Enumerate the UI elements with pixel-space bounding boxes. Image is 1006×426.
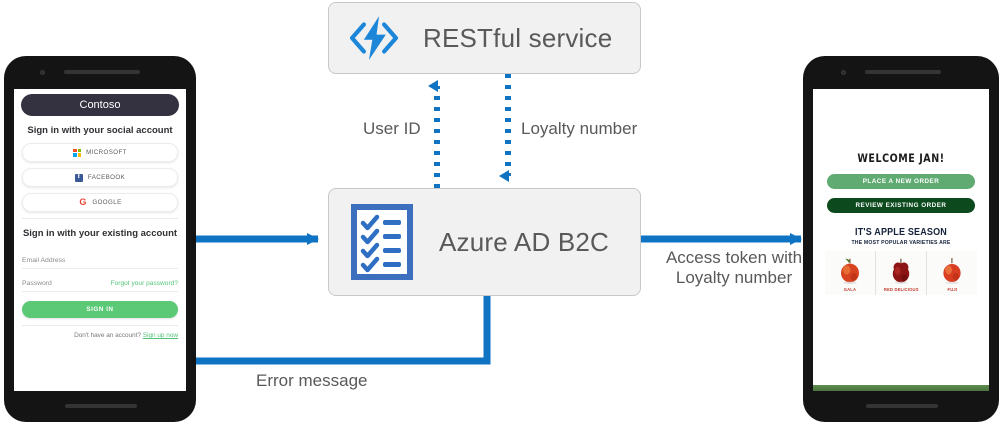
sign-up-prompt: Don't have an account? (74, 332, 142, 339)
google-logo-icon: G (79, 197, 87, 207)
apple-promo-block: IT'S APPLE SEASON THE MOST POPULAR VARIE… (813, 227, 989, 295)
social-section-title: Sign in with your social account (27, 125, 173, 136)
list-item[interactable]: FUJI (926, 251, 977, 295)
section-divider (22, 218, 178, 219)
azure-ad-b2c-node[interactable]: Azure AD B2C (328, 188, 641, 296)
social-button-microsoft[interactable]: MICROSOFT (22, 143, 178, 162)
microsoft-logo-icon (73, 148, 82, 157)
forgot-password-link[interactable]: Forgot your password? (110, 280, 178, 287)
email-field-placeholder: Email Address (22, 257, 66, 264)
password-field[interactable]: Password Forgot your password? (22, 269, 178, 292)
front-camera-icon (841, 70, 846, 75)
apple-variety-name: GALA (843, 287, 857, 292)
home-indicator (65, 404, 137, 408)
restful-service-node[interactable]: RESTful service (328, 2, 641, 74)
apple-fuji-icon (943, 258, 961, 284)
brand-name: Contoso (79, 99, 121, 111)
sign-in-phone: Contoso Sign in with your social account… (4, 56, 196, 422)
earpiece-speaker (64, 70, 140, 74)
review-existing-order-label: REVIEW EXISTING ORDER (855, 202, 947, 209)
azure-function-icon (347, 11, 401, 65)
apple-variety-list: GALA RED DELICIOUS (825, 251, 977, 295)
apple-variety-name: RED DELICIOUS (883, 287, 919, 292)
connector-label-loyalty-number: Loyalty number (521, 119, 638, 138)
social-button-google-label: GOOGLE (92, 199, 122, 206)
sign-in-button[interactable]: SIGN IN (22, 301, 178, 318)
apple-red-delicious-icon (892, 258, 910, 284)
connector-error-message (196, 296, 491, 365)
apple-gala-icon (841, 258, 859, 284)
place-new-order-label: PLACE A NEW ORDER (862, 178, 940, 185)
local-section-title: Sign in with your existing account (22, 228, 178, 239)
access-token-line-2: Loyalty number (675, 268, 793, 288)
sign-in-button-label: SIGN IN (86, 306, 114, 313)
access-token-line-1: Access token with (665, 248, 803, 267)
facebook-logo-icon: f (74, 173, 83, 182)
list-item[interactable]: GALA (825, 251, 875, 295)
connector-label-error-message: Error message (256, 371, 368, 390)
social-button-facebook-label: FACEBOOK (87, 174, 126, 181)
sign-up-link[interactable]: Sign up now (142, 332, 178, 339)
connector-label-user-id: User ID (363, 119, 421, 138)
welcome-heading: WELCOME JAN! (857, 151, 945, 165)
front-camera-icon (40, 70, 45, 75)
social-button-google[interactable]: G GOOGLE (22, 193, 178, 212)
place-new-order-button[interactable]: PLACE A NEW ORDER (827, 174, 975, 189)
earpiece-speaker (865, 70, 941, 74)
loyalty-app-screen: WELCOME JAN! PLACE A NEW ORDER REVIEW EX… (813, 89, 989, 391)
sign-up-row: Don't have an account? Sign up now (22, 325, 178, 339)
review-existing-order-button[interactable]: REVIEW EXISTING ORDER (827, 198, 975, 213)
azure-ad-b2c-label: Azure AD B2C (439, 226, 610, 257)
social-button-microsoft-label: MICROSOFT (86, 149, 127, 156)
home-indicator (866, 404, 938, 408)
promo-title: IT'S APPLE SEASON (855, 227, 947, 238)
azure-ad-b2c-checklist-icon (351, 204, 413, 280)
sign-in-screen: Contoso Sign in with your social account… (14, 89, 186, 391)
apple-variety-name: FUJI (947, 287, 957, 292)
grass-strip (813, 385, 989, 391)
loyalty-app-phone: WELCOME JAN! PLACE A NEW ORDER REVIEW EX… (803, 56, 999, 422)
connector-label-access-token: Access token with Loyalty number (650, 248, 818, 288)
restful-service-label: RESTful service (423, 22, 613, 53)
email-field[interactable]: Email Address (22, 246, 178, 269)
promo-subtitle: THE MOST POPULAR VARIETIES ARE (851, 240, 951, 246)
password-field-placeholder: Password (22, 280, 52, 287)
social-button-facebook[interactable]: f FACEBOOK (22, 168, 178, 187)
contoso-brand-header: Contoso (21, 94, 179, 116)
list-item[interactable]: RED DELICIOUS (875, 251, 926, 295)
